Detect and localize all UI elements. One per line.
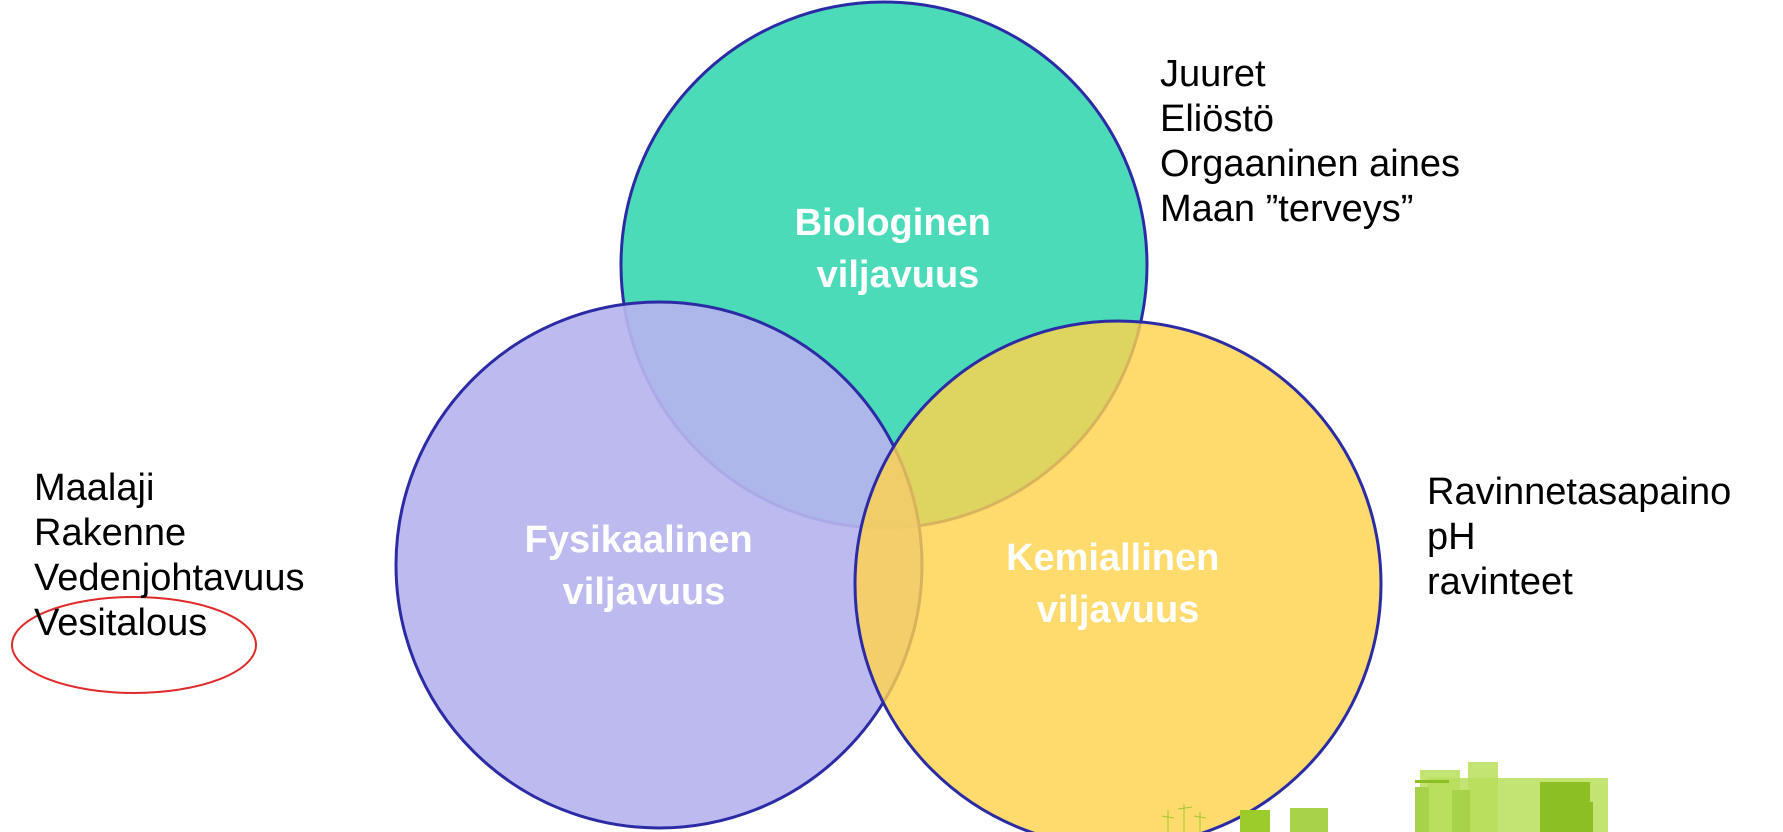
list-item-highlighted: Vesitalous [34,602,208,644]
city-skyline-logo-icon [1161,762,1608,832]
physical-label: Fysikaalinen viljavuus [525,519,764,613]
highlight-ellipse [11,596,257,694]
list-item: Juuret [1160,53,1266,95]
list-item: pH [1427,516,1476,558]
physical-circle [394,300,924,830]
list-item: Maalaji [34,467,155,509]
list-item: Vedenjohtavuus [34,557,305,599]
physical-factors-list: Maalaji Rakenne Vedenjohtavuus Vesitalou… [34,466,304,646]
list-item: ravinteet [1427,561,1573,603]
list-item: Eliöstö [1160,98,1275,140]
chemical-factors-list: Ravinnetasapaino pH ravinteet [1427,470,1731,605]
chemical-label: Kemiallinen viljavuus [1006,537,1230,631]
list-item: Rakenne [34,512,187,554]
list-item: Orgaaninen aines [1160,143,1460,185]
list-item: Ravinnetasapaino [1427,471,1732,513]
chemical-circle [853,319,1383,832]
biological-label: Biologinen viljavuus [795,202,1002,296]
biological-factors-list: Juuret Eliöstö Orgaaninen aines Maan ”te… [1160,52,1460,232]
list-item: Maan ”terveys” [1160,188,1414,230]
